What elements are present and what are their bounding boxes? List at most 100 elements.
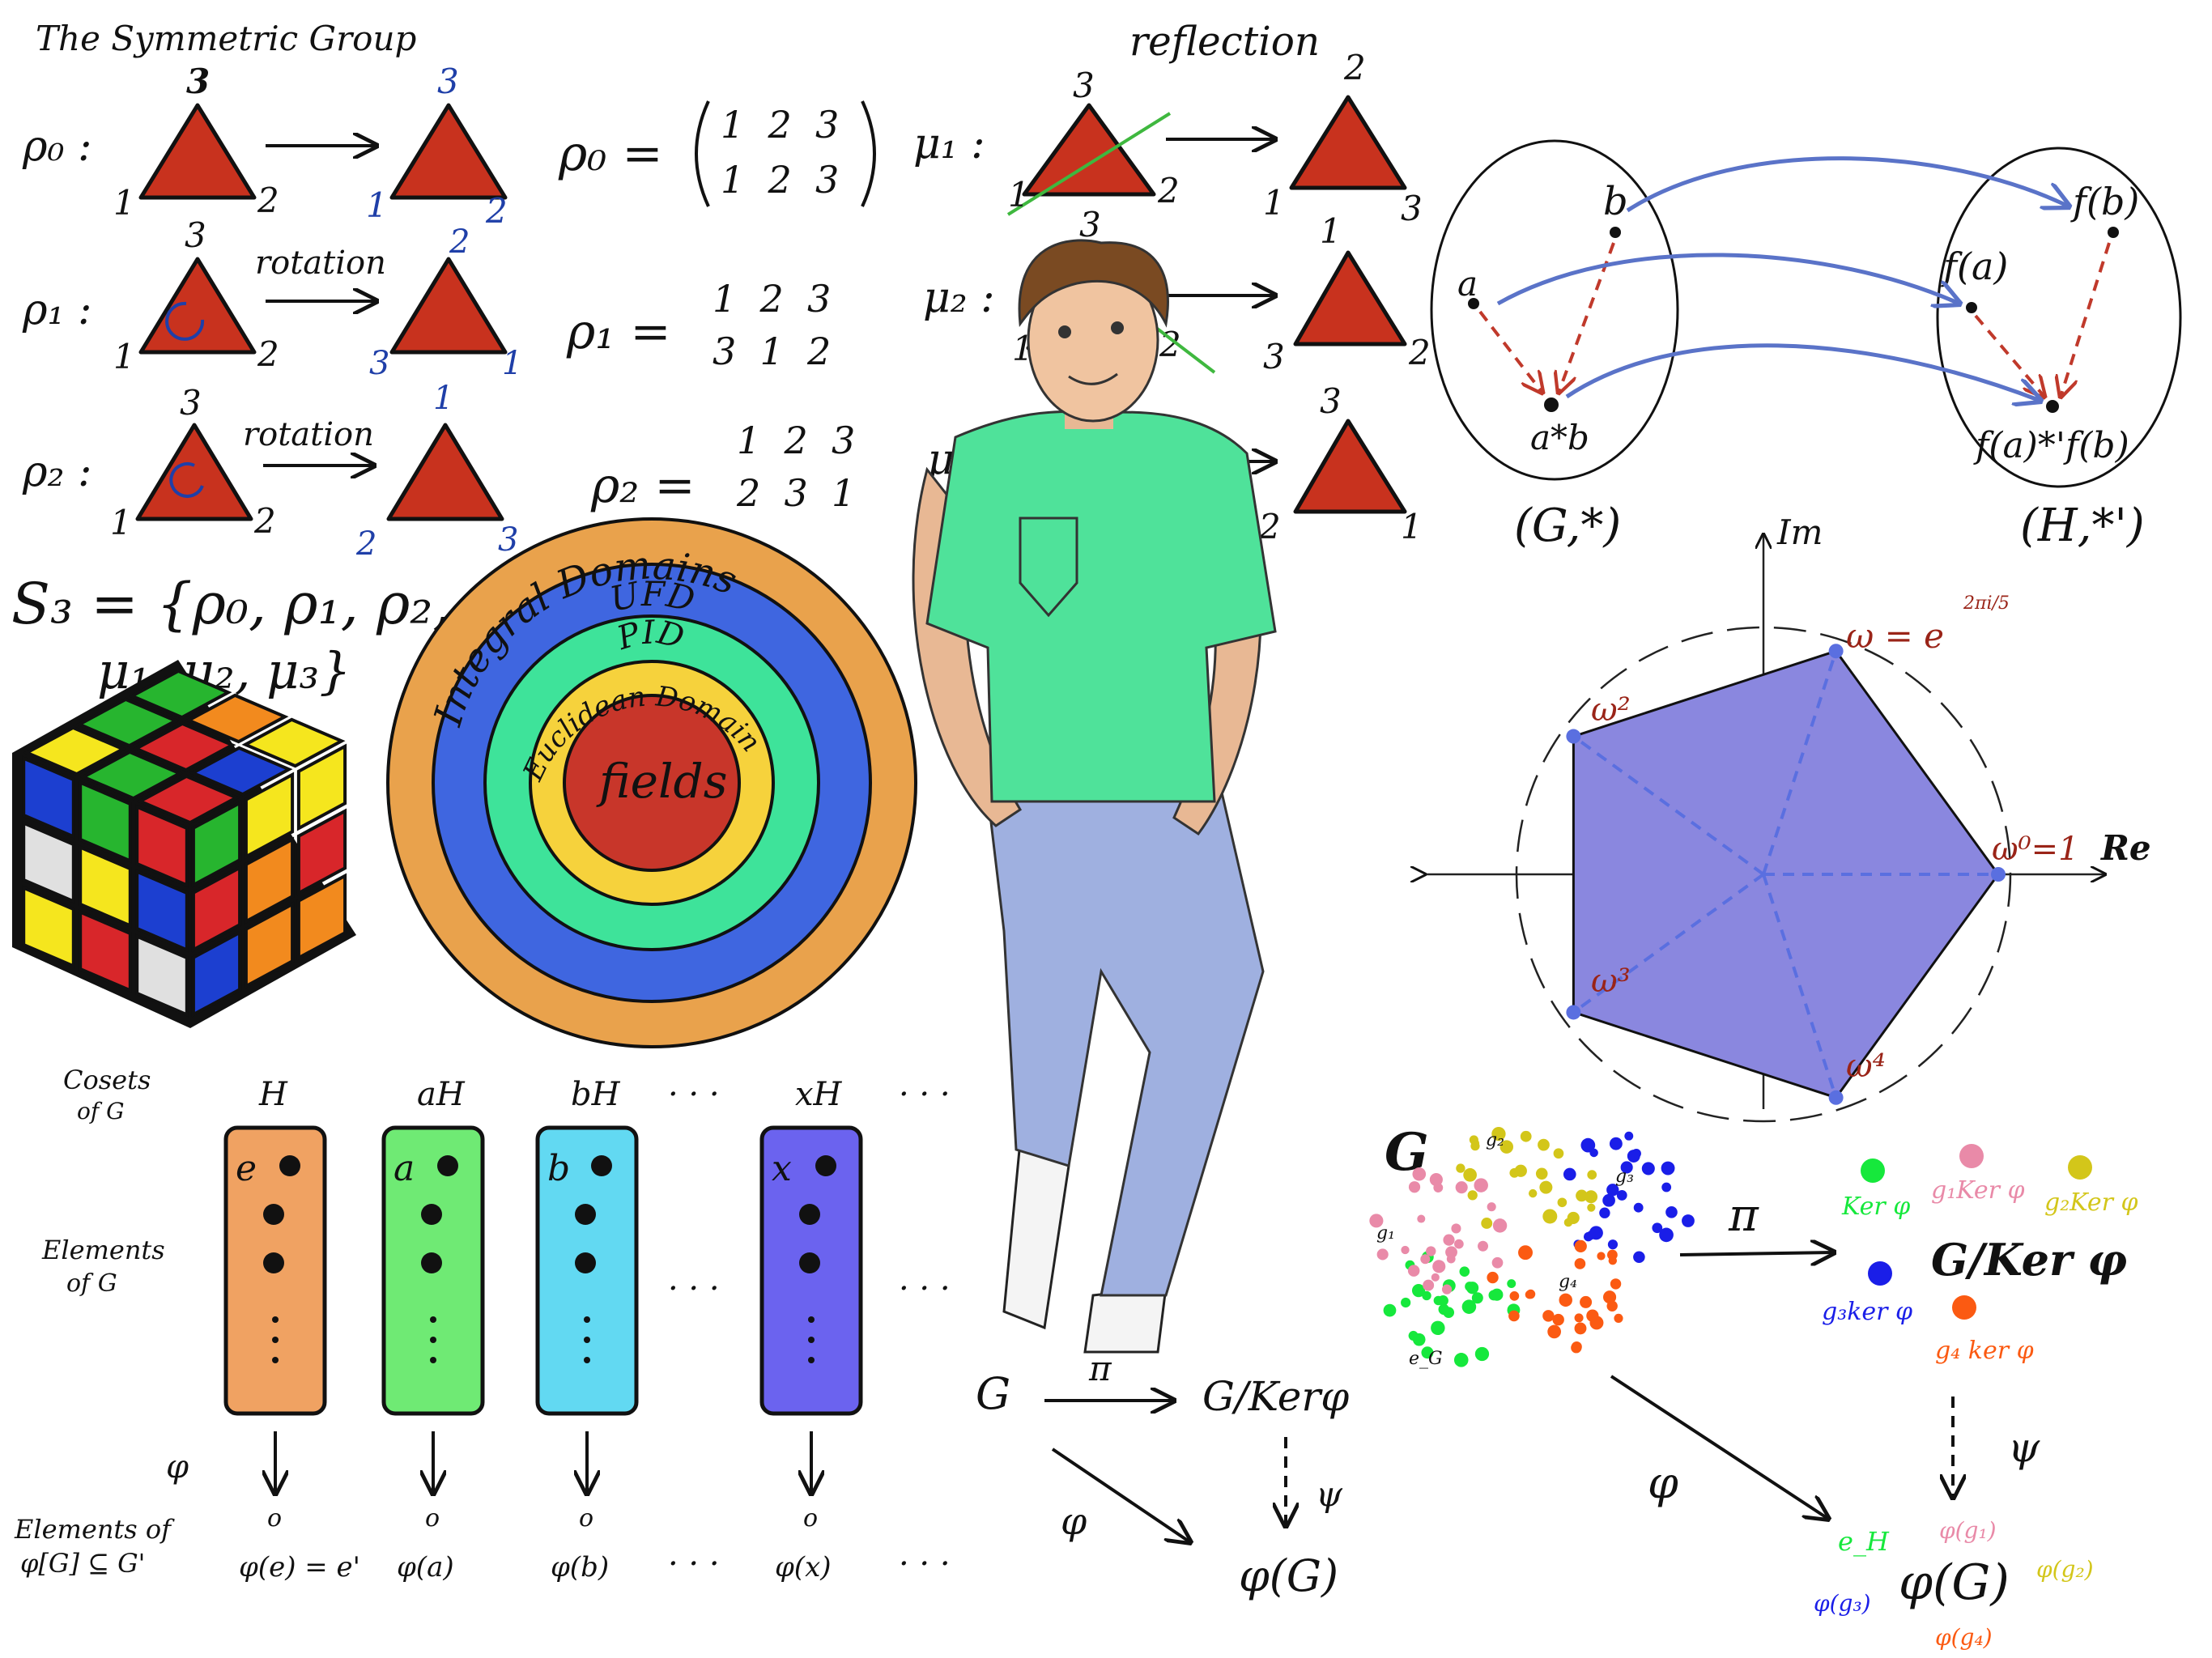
eh-label: e_H xyxy=(1838,1526,1890,1557)
cube-sticker xyxy=(22,755,75,840)
element-dot xyxy=(575,1204,596,1225)
coset-representative: b xyxy=(547,1148,570,1189)
vertex-label: 1 xyxy=(110,503,132,542)
s3-set-line1: S₃ = {ρ₀, ρ₁, ρ₂, xyxy=(11,571,451,637)
group-element-dot xyxy=(1509,1291,1520,1301)
ellipsis: · · · xyxy=(668,1270,720,1307)
group-element-dot xyxy=(1607,1239,1619,1250)
cube-sticker xyxy=(244,772,295,860)
group-element-dot xyxy=(1423,1279,1435,1291)
point-b xyxy=(1610,227,1621,238)
vertex-label: 1 xyxy=(433,380,453,417)
quotient-label: G/Kerφ xyxy=(1202,1373,1349,1420)
ellipsis: · · · xyxy=(899,1076,951,1113)
omega2-label: ω² xyxy=(1591,691,1631,729)
coset-representative: e xyxy=(236,1148,257,1189)
triangle-after xyxy=(1293,250,1407,346)
matrix-name: ρ₁ = xyxy=(566,304,671,360)
matrix-name: ρ₂ = xyxy=(590,457,696,514)
group-element-dot xyxy=(1589,1226,1603,1240)
group-element-dot xyxy=(1525,1290,1534,1299)
map-arrow xyxy=(1626,156,2069,213)
group-element-dot xyxy=(1508,1310,1520,1322)
reflection-line xyxy=(1006,112,1172,216)
group-element-dot xyxy=(1420,1254,1431,1265)
matrix-name: ρ₀ = xyxy=(558,125,663,182)
group-element-dot xyxy=(1599,1207,1610,1218)
group-element-dot xyxy=(1574,1239,1587,1252)
triangle-after xyxy=(1289,95,1407,190)
element-dot xyxy=(421,1204,442,1225)
ellipsis: · · · xyxy=(668,1545,720,1583)
vertex-label: 3 xyxy=(1320,381,1342,421)
group-element-dot xyxy=(1459,1266,1470,1277)
group-element-dot xyxy=(1557,1197,1568,1208)
vertex-label: 1 xyxy=(1008,175,1030,215)
coset-label: g₃ker φ xyxy=(1822,1298,1912,1326)
group-element-dot xyxy=(1542,1310,1555,1322)
group-element-dot xyxy=(1520,1130,1532,1142)
coset-point xyxy=(2068,1155,2092,1180)
group-element-dot xyxy=(1470,1141,1480,1151)
group-element-dot xyxy=(1433,1295,1444,1306)
spoke xyxy=(1762,874,1838,1099)
vertex-label: 3 xyxy=(1079,205,1101,244)
point-fab xyxy=(2046,400,2059,413)
rotation-row-rho0: ρ₀ : 3 1 2 3 1 2 ρ₀ = 1 2 3 1 2 3 xyxy=(22,62,876,231)
group-element-dot xyxy=(1412,1167,1427,1181)
vertex-label: 3 xyxy=(1263,337,1285,376)
homomorphism-diagram: a b a*b f(a) f(b) f(a)*'f(b) (G,*) (H,*'… xyxy=(1430,139,2182,552)
group-element-dot xyxy=(1478,1240,1489,1252)
cube-sticker xyxy=(22,885,75,969)
point-fa xyxy=(1966,302,1977,313)
row-label: ρ₁ : xyxy=(22,286,91,334)
vertex-label: 2 xyxy=(1258,507,1281,546)
smile xyxy=(1068,372,1118,385)
first-isomorphism-diagram: G π G/Kerφ φ ψ φ(G) xyxy=(976,1349,1349,1601)
group-element-dot xyxy=(1431,1273,1440,1282)
vertex-label: 1 xyxy=(113,183,135,223)
image-point: o xyxy=(267,1504,282,1533)
cube-sticker xyxy=(185,693,289,744)
phi-arrow xyxy=(1051,1448,1190,1542)
image-label: Elements of xyxy=(14,1514,175,1545)
vertex-label: 3 xyxy=(498,521,518,559)
coset-point xyxy=(1952,1295,1976,1320)
vertex-label: 2 xyxy=(355,525,376,563)
phi-label: φ xyxy=(1648,1457,1678,1508)
cube-sticker xyxy=(136,774,240,825)
group-element-dot xyxy=(1665,1206,1678,1218)
image-label: φ(a) xyxy=(397,1551,454,1584)
group-element-dot xyxy=(1438,1303,1449,1316)
matrix-paren-right xyxy=(861,100,876,207)
group-element-dot xyxy=(1383,1303,1397,1317)
group-element-dot xyxy=(1602,1193,1615,1207)
group-element-dot xyxy=(1563,1167,1576,1181)
group-element-dot xyxy=(1411,1284,1426,1298)
reflection-row-mu2: μ₂ : 3 1 2 1 3 2 xyxy=(923,205,1431,376)
cosets-title-sub: of G xyxy=(77,1098,125,1124)
g3-label: g₃ xyxy=(1615,1167,1634,1187)
group-element-dot xyxy=(1487,1202,1496,1212)
vertex-label: 2 xyxy=(1408,333,1431,372)
vertex-label: 1 xyxy=(1401,507,1423,546)
coset-point xyxy=(1861,1158,1885,1183)
group-element-dot xyxy=(1465,1282,1479,1295)
psi-label: ψ xyxy=(2008,1424,2040,1471)
omega0-label: ω⁰=1 xyxy=(1992,831,2079,868)
group-element-dot xyxy=(1603,1290,1617,1304)
group-element-dot xyxy=(1610,1278,1622,1290)
group-element-dot xyxy=(1563,1218,1573,1227)
vertex-label: 2 xyxy=(485,191,508,231)
group-element-dot xyxy=(1528,1188,1538,1198)
dashed-arrow xyxy=(1478,310,1542,393)
coset-header: H xyxy=(258,1076,288,1113)
codomain-set xyxy=(1936,147,2182,488)
cube-sticker xyxy=(135,933,189,1018)
group-element-dot xyxy=(1682,1214,1695,1227)
cube-sticker xyxy=(128,669,232,720)
group-element-dot xyxy=(1547,1324,1561,1339)
cosets-title: Cosets xyxy=(63,1065,151,1095)
